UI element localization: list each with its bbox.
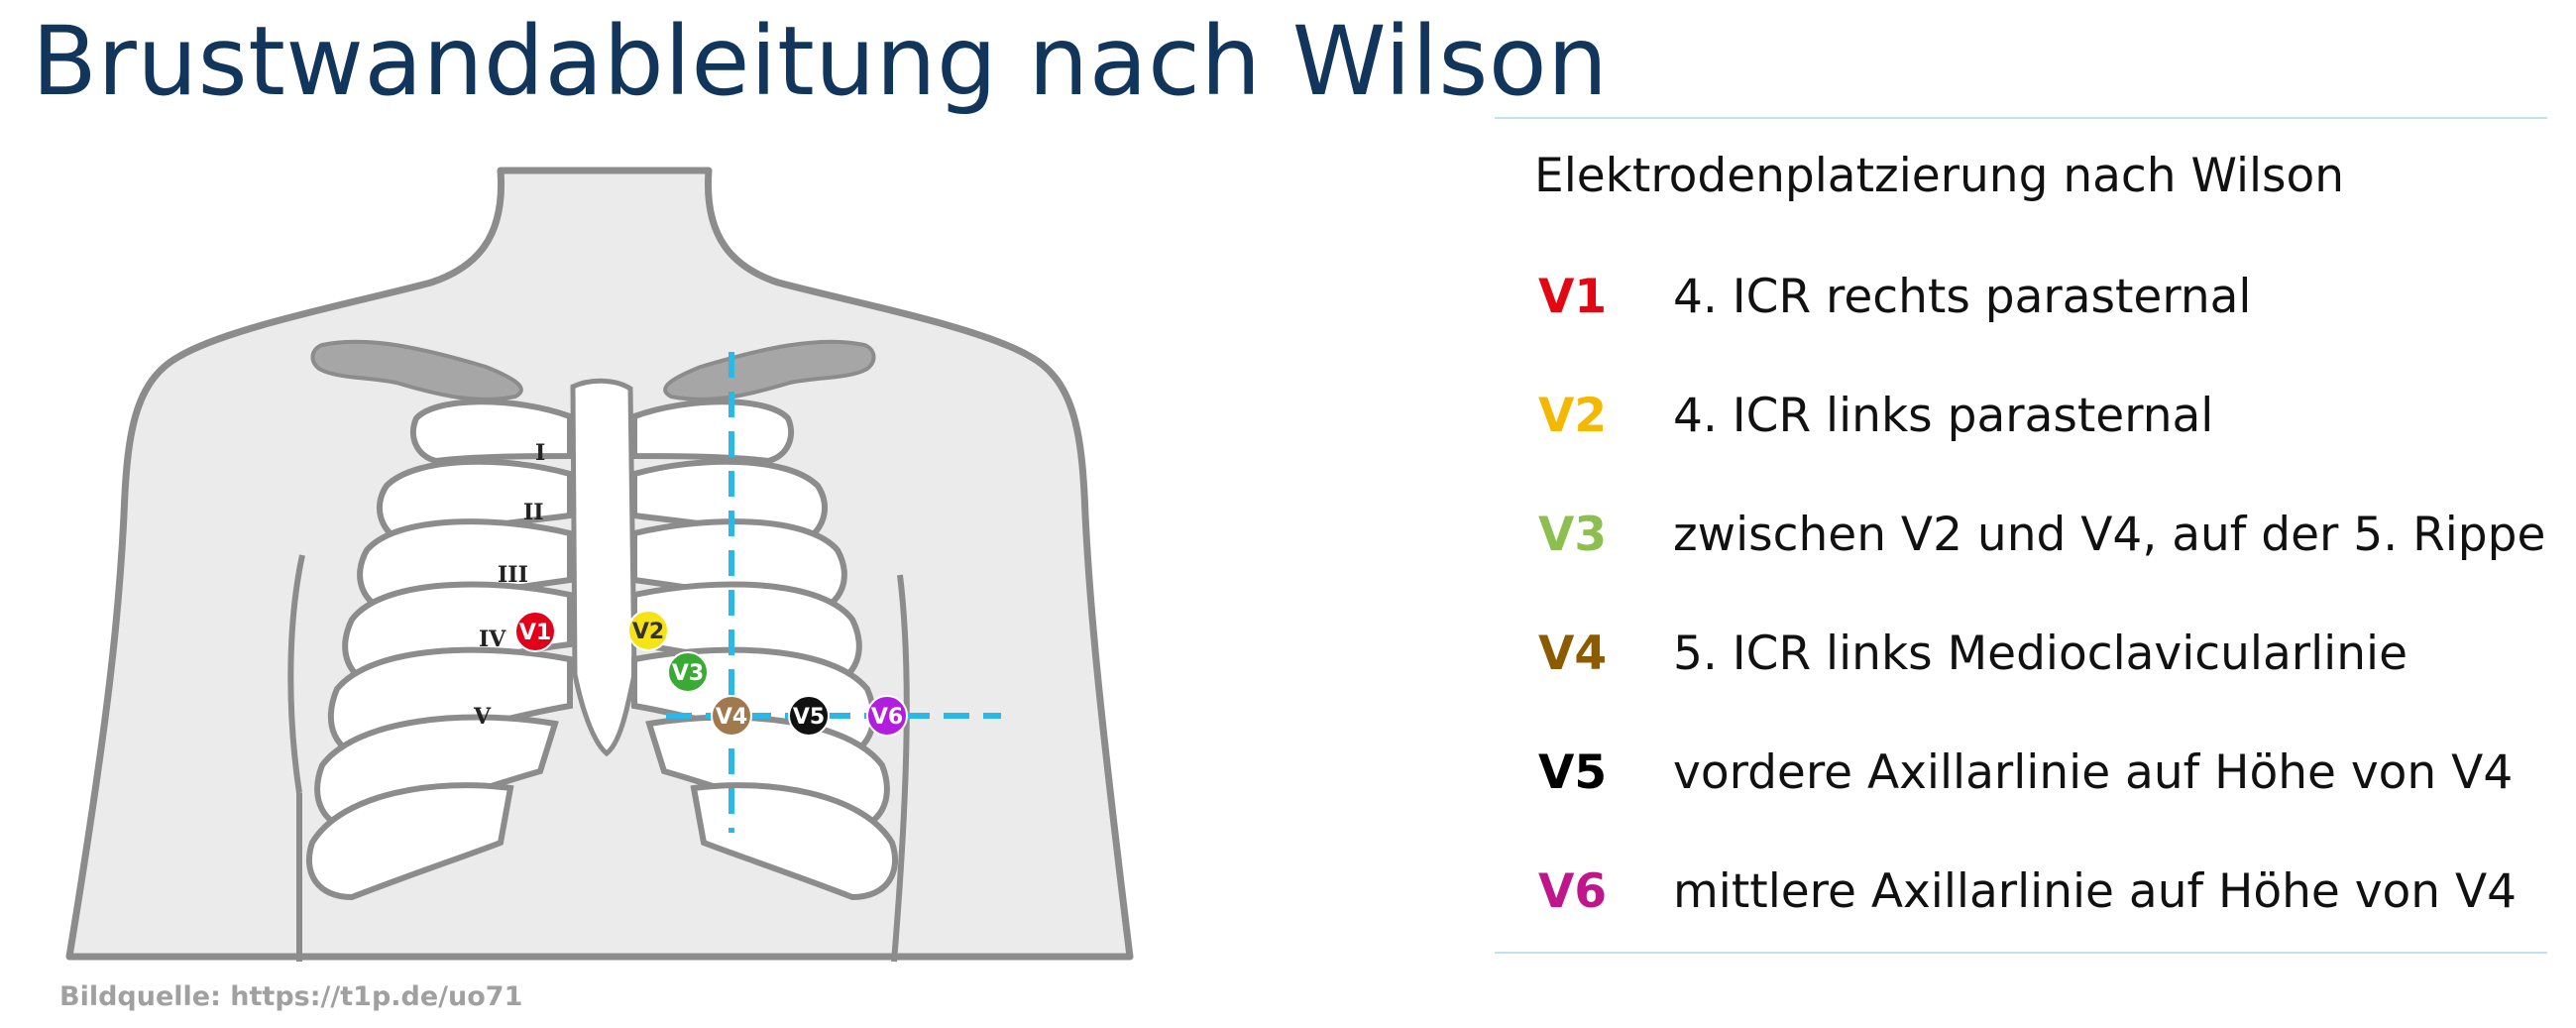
icr-label-2: II [523, 500, 544, 525]
lead-desc-v3: zwischen V2 und V4, auf der 5. Rippe [1673, 508, 2546, 562]
lead-code-v6: V6 [1538, 864, 1608, 919]
legend-heading: Elektrodenplatzierung nach Wilson [1534, 149, 2345, 203]
chest-diagram: I II III IV V V1 V2 V3 V4 V5 V6 [65, 167, 1134, 963]
lead-code-v3: V3 [1538, 508, 1608, 562]
lead-desc-v2: 4. ICR links parasternal [1673, 389, 2214, 443]
svg-text:V4: V4 [716, 705, 747, 730]
electrode-v6: V6 [866, 695, 908, 737]
svg-text:V5: V5 [793, 705, 825, 730]
electrode-v5: V5 [788, 695, 830, 737]
image-source-caption: Bildquelle: https://t1p.de/uo71 [59, 981, 523, 1012]
lead-row-v2: V2 4. ICR links parasternal [1538, 389, 2529, 458]
lead-desc-v5: vordere Axillarlinie auf Höhe von V4 [1673, 745, 2514, 800]
icr-label-3: III [498, 562, 528, 588]
sternum [570, 378, 637, 757]
lead-desc-v4: 5. ICR links Medioclavicularlinie [1673, 627, 2408, 681]
electrode-v3: V3 [667, 651, 709, 693]
electrode-v4: V4 [711, 695, 752, 737]
lead-row-v6: V6 mittlere Axillarlinie auf Höhe von V4 [1538, 864, 2529, 934]
icr-label-5: V [473, 704, 492, 730]
icr-label-1: I [535, 440, 545, 466]
electrode-legend: Elektrodenplatzierung nach Wilson V1 4. … [1495, 117, 2547, 954]
svg-text:V3: V3 [672, 661, 704, 686]
lead-code-v5: V5 [1538, 745, 1608, 800]
lead-row-v4: V4 5. ICR links Medioclavicularlinie [1538, 627, 2529, 696]
lead-code-v1: V1 [1538, 270, 1608, 324]
right-ribs [305, 399, 573, 901]
electrode-v1: V1 [514, 611, 556, 652]
lead-row-v5: V5 vordere Axillarlinie auf Höhe von V4 [1538, 745, 2529, 815]
lead-code-v4: V4 [1538, 627, 1608, 681]
svg-text:V1: V1 [519, 621, 551, 645]
svg-text:V6: V6 [871, 705, 903, 730]
lead-desc-v6: mittlere Axillarlinie auf Höhe von V4 [1673, 864, 2518, 919]
svg-text:V2: V2 [632, 620, 664, 644]
icr-label-4: IV [479, 627, 506, 652]
page-title: Brustwandableitung nach Wilson [32, 6, 1609, 117]
lead-code-v2: V2 [1538, 389, 1608, 443]
lead-row-v1: V1 4. ICR rechts parasternal [1538, 270, 2529, 339]
electrode-v2: V2 [627, 610, 669, 651]
lead-row-v3: V3 zwischen V2 und V4, auf der 5. Rippe [1538, 508, 2545, 577]
lead-desc-v1: 4. ICR rechts parasternal [1673, 270, 2252, 324]
